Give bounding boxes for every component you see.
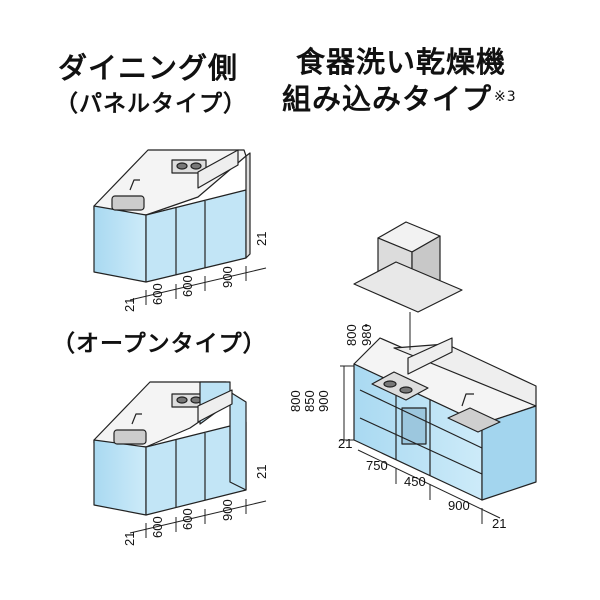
panel-type-kitchen	[93, 149, 251, 283]
open-dim-5: 21	[254, 465, 269, 479]
dw-dimensions	[340, 312, 501, 524]
open-dim-4: 900	[220, 499, 235, 521]
dw-width-2: 750	[366, 458, 388, 473]
open-front	[93, 439, 147, 516]
open-dim-3: 600	[180, 508, 195, 530]
faucet	[131, 413, 142, 425]
dw-splash-guard	[407, 337, 453, 375]
open-splash-guard	[197, 389, 233, 423]
dw-counter-height-2: 850	[302, 390, 317, 412]
burner	[176, 396, 188, 404]
open-type-kitchen	[93, 381, 247, 516]
open-dim-1: 21	[122, 532, 137, 546]
panel-splash-guard	[197, 149, 239, 189]
sink	[113, 429, 147, 445]
dishwasher-unit	[401, 407, 427, 445]
dw-width-3: 450	[404, 474, 426, 489]
heading-dishwasher-line2: 組み込みタイプ※3	[282, 82, 517, 116]
note-mark: ※3	[494, 89, 517, 105]
dw-cooktop	[371, 371, 429, 401]
sink	[111, 195, 145, 211]
dw-hood-dot: ・	[359, 319, 374, 332]
dw-counter-height-3: 900	[316, 390, 331, 412]
burner	[176, 162, 188, 170]
heading-panel-type: （パネルタイプ）	[55, 91, 247, 117]
dw-hood-height-b: 980	[359, 324, 374, 346]
drawer-line	[359, 389, 483, 449]
panel-front	[93, 205, 147, 283]
open-dim-2: 600	[150, 516, 165, 538]
heading-open-type: （オープンタイプ）	[52, 331, 267, 357]
hood-base	[353, 261, 463, 313]
dw-width-1: 21	[338, 436, 352, 451]
open-dimensions	[129, 499, 267, 538]
burner	[399, 386, 413, 394]
dw-width-5: 21	[492, 516, 506, 531]
heading-dining-side: ダイニング側	[58, 51, 239, 85]
dw-width-4: 900	[448, 498, 470, 513]
dw-sink	[447, 407, 501, 433]
panel-dim-2: 600	[150, 283, 165, 305]
dw-front-right	[481, 405, 537, 501]
faucet	[461, 393, 474, 407]
faucet	[129, 179, 140, 191]
heading-dishwasher-line1: 食器洗い乾燥機	[296, 45, 507, 79]
panel-dim-1: 21	[122, 298, 137, 312]
burner	[383, 380, 397, 388]
dishwasher-kitchen	[353, 221, 537, 501]
panel-dim-4: 900	[220, 266, 235, 288]
dw-hood-height-a: 800	[344, 324, 359, 346]
panel-dim-5: 21	[254, 232, 269, 246]
panel-dim-3: 600	[180, 275, 195, 297]
burner	[190, 162, 202, 170]
panel-dimensions	[129, 266, 267, 305]
dw-counter-height-1: 800	[288, 390, 303, 412]
panel-side	[245, 152, 251, 259]
drawer-line	[359, 417, 483, 475]
